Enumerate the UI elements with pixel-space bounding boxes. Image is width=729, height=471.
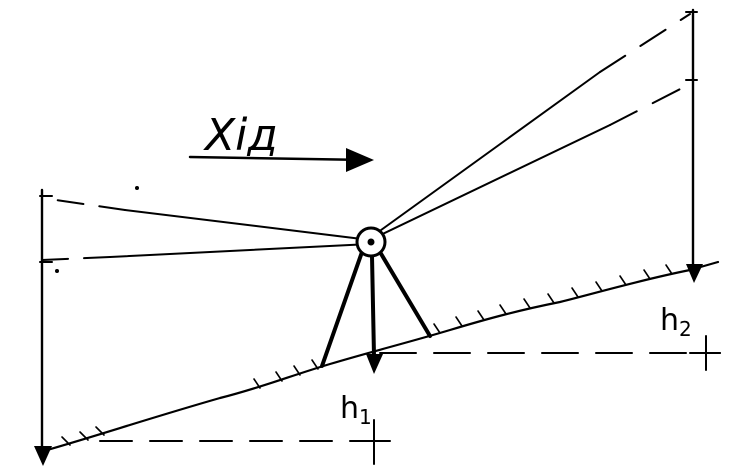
sight-lines xyxy=(41,13,691,261)
direction-indicator: Хід xyxy=(188,110,374,172)
fore-staff xyxy=(685,8,703,283)
tripod-leg-center xyxy=(370,254,376,358)
ground-profile xyxy=(38,260,720,454)
tripod-leg-right xyxy=(378,250,432,338)
h2-label: h 2 xyxy=(660,303,692,341)
tripod-leg-left xyxy=(320,250,364,368)
h1-subscript: 1 xyxy=(359,405,372,429)
h2-subscript: 2 xyxy=(679,317,692,341)
ground-hatching xyxy=(61,264,673,446)
h1-label: h 1 xyxy=(340,391,372,429)
direction-label: Хід xyxy=(203,110,278,161)
fore-staff-point-marker xyxy=(686,264,703,283)
level-instrument xyxy=(320,226,432,374)
back-staff xyxy=(34,188,53,466)
h2-letter: h xyxy=(660,303,679,338)
station-point-marker xyxy=(366,354,383,374)
direction-arrow-icon xyxy=(188,155,370,162)
h1-letter: h xyxy=(340,391,359,426)
scan-speck xyxy=(55,269,59,273)
reference-lines xyxy=(99,335,721,465)
scan-speck xyxy=(135,186,139,190)
back-staff-point-marker xyxy=(34,446,52,466)
